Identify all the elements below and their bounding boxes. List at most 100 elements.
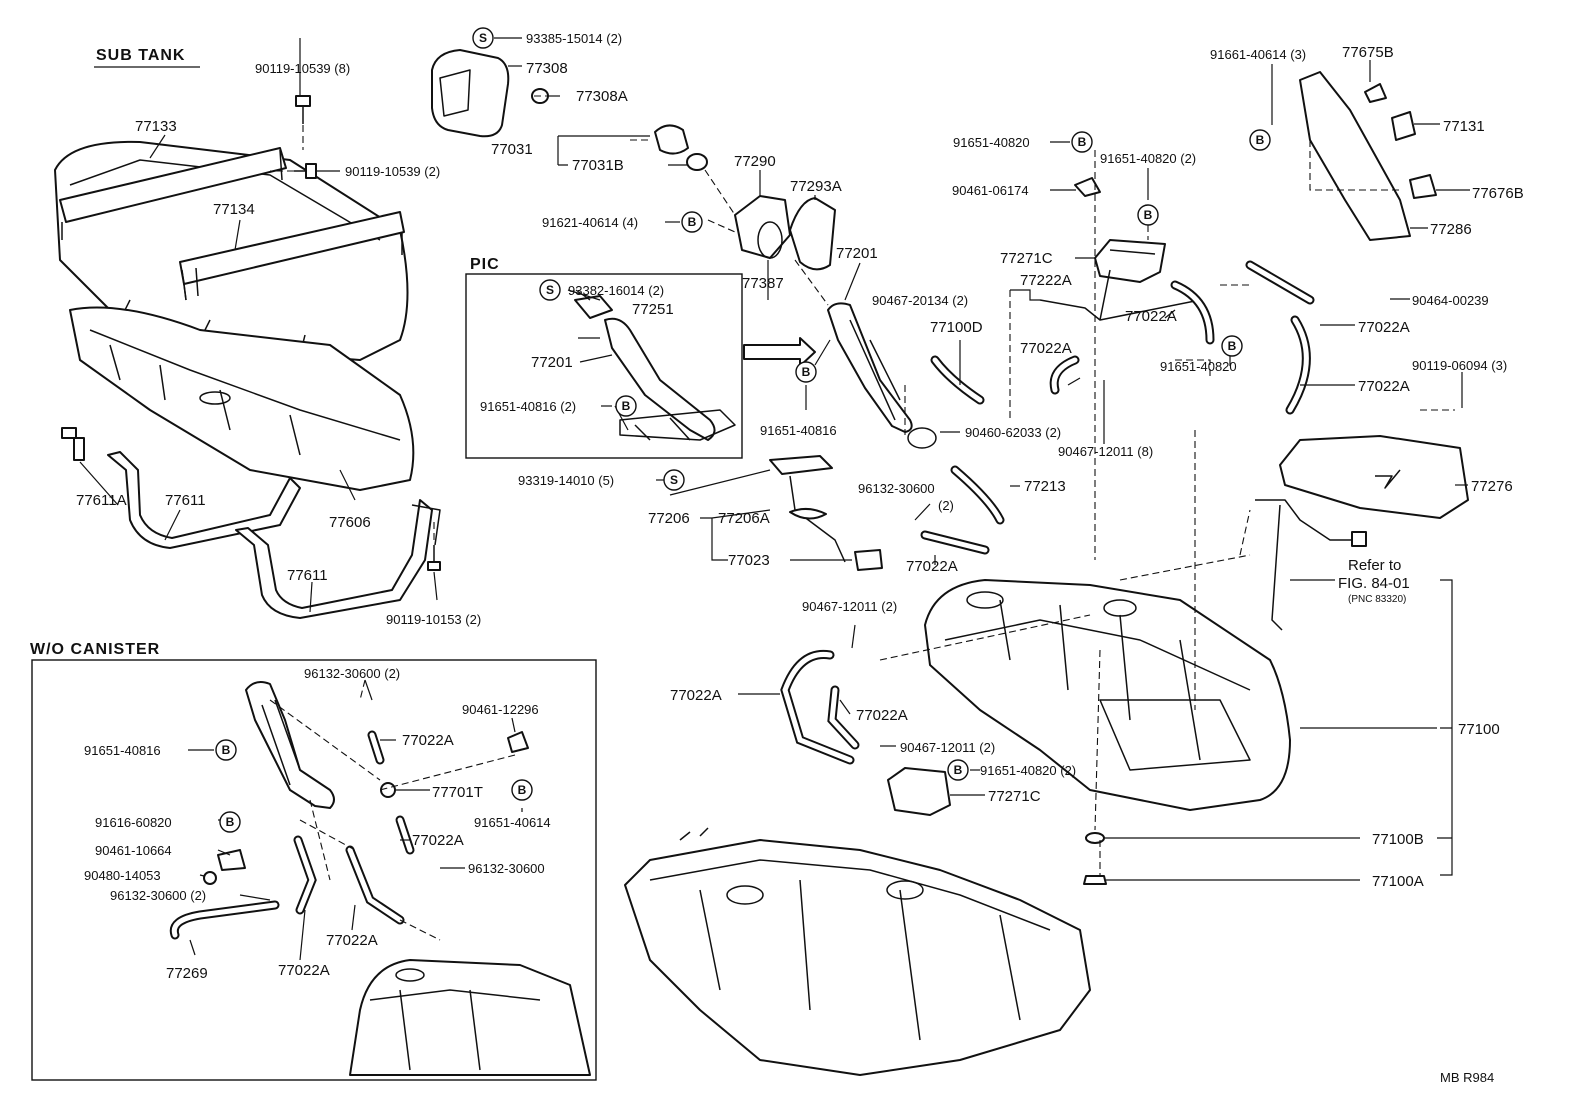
symbol-b-wo-91651-40614: B	[511, 779, 533, 801]
label-refer-to: Refer to	[1348, 557, 1401, 574]
label-77276: 77276	[1471, 478, 1513, 495]
svg-text:B: B	[222, 743, 231, 757]
gasket-77387	[757, 221, 783, 259]
label-90467-12011-2a: 90467-12011 (2)	[802, 599, 897, 614]
label-wo-77022A-2: 77022A	[412, 832, 464, 849]
label-91651-40816-main: 91651-40816	[760, 423, 837, 438]
main-fuel-tank-77100	[924, 579, 1291, 811]
label-77293A: 77293A	[790, 178, 842, 195]
label-90467-12011-8: 90467-12011 (8)	[1058, 444, 1153, 459]
gasket-77031B	[686, 153, 708, 171]
canister-77271C-bottom	[887, 767, 951, 816]
svg-text:S: S	[546, 283, 554, 297]
label-77022A-r2: 77022A	[1020, 340, 1072, 357]
label-77676B: 77676B	[1472, 185, 1524, 202]
symbol-b-91651-40820-top: B	[1071, 131, 1093, 153]
wo-filler-pipe	[245, 681, 335, 809]
symbol-b-wo-91616: B	[219, 811, 241, 833]
label-77031: 77031	[491, 141, 533, 158]
wo-clamp-90461-10664	[217, 849, 246, 871]
label-90119-10539-2: 90119-10539 (2)	[345, 164, 440, 179]
label-77023: 77023	[728, 552, 770, 569]
symbol-s-93385: S	[472, 27, 494, 49]
bracket-leaders	[1309, 140, 1400, 191]
label-wo-91651-40816: 91651-40816	[84, 743, 161, 758]
label-93385-15014: 93385-15014 (2)	[526, 31, 622, 46]
pic-filler-pipe-77201	[574, 295, 736, 441]
sender-rod-right	[1271, 504, 1283, 631]
symbol-b-wo-91651-40816: B	[215, 739, 237, 761]
svg-text:S: S	[479, 31, 487, 45]
label-77213: 77213	[1024, 478, 1066, 495]
label-77022A-r4: 77022A	[1358, 378, 1410, 395]
label-77134: 77134	[213, 201, 255, 218]
filler-pipe-77201-detail	[849, 319, 901, 421]
label-96132-30600-main: 96132-30600	[858, 481, 935, 496]
view-arrow	[743, 337, 816, 367]
wo-valve-77701T	[380, 782, 396, 798]
label-91651-40820-r: 91651-40820	[1160, 359, 1237, 374]
label-77611-a: 77611	[165, 492, 206, 509]
svg-text:B: B	[622, 399, 631, 413]
label-90119-10539-8: 90119-10539 (8)	[255, 61, 350, 76]
label-96132-30600-main-qty: (2)	[938, 498, 954, 513]
bolt-90119-10153	[427, 545, 441, 571]
wo-canister-inset-frame	[31, 659, 597, 1081]
label-77611-b: 77611	[287, 567, 328, 584]
label-90467-20134: 90467-20134 (2)	[872, 293, 968, 308]
label-wo-96132-30600-2b: 96132-30600 (2)	[110, 888, 206, 903]
label-77022A-r1: 77022A	[1125, 308, 1177, 325]
clip-77675B	[1364, 83, 1387, 103]
neck-77293A	[789, 197, 836, 271]
svg-text:B: B	[1228, 339, 1237, 353]
sub-tank-bolt-leaders	[270, 125, 435, 540]
label-wo-96132-30600-2: 96132-30600 (2)	[304, 666, 400, 681]
label-77675B: 77675B	[1342, 44, 1394, 61]
label-90461-06174: 90461-06174	[952, 183, 1029, 198]
label-77201-main: 77201	[836, 245, 878, 262]
label-93319-14010: 93319-14010 (5)	[518, 473, 614, 488]
bolt-77611A	[61, 427, 85, 461]
label-77308A: 77308A	[576, 88, 628, 105]
filler-leaders	[530, 95, 829, 306]
label-77206A: 77206A	[718, 510, 770, 527]
sender-wire-right	[1255, 499, 1355, 541]
sender-77023	[769, 455, 883, 571]
wo-clamp-90461-12296	[507, 731, 529, 753]
label-77022A-r3: 77022A	[1358, 319, 1410, 336]
label-77206: 77206	[648, 510, 690, 527]
main-fuel-tank-underview	[624, 827, 1091, 1076]
canister-77271C-top	[1094, 239, 1166, 283]
label-refer-fig: FIG. 84-01	[1338, 575, 1410, 592]
symbol-b-91651-40820-2-b: B	[947, 759, 969, 781]
clip-77131	[1391, 111, 1416, 141]
callout-leaders	[79, 37, 1470, 961]
label-77222A: 77222A	[1020, 272, 1072, 289]
label-77100D: 77100D	[930, 319, 983, 336]
label-77387: 77387	[742, 275, 784, 292]
label-pic-77251: 77251	[632, 301, 674, 318]
label-77022A-mid: 77022A	[906, 558, 958, 575]
wo-fuel-tank	[349, 959, 591, 1076]
straps-77611	[107, 451, 441, 619]
connector-right	[1351, 531, 1367, 547]
fuel-door-77308	[431, 49, 510, 138]
label-77286: 77286	[1430, 221, 1472, 238]
svg-text:S: S	[670, 473, 678, 487]
symbol-s-93382: S	[539, 279, 561, 301]
label-77100A: 77100A	[1372, 873, 1424, 890]
symbol-b-pic-91651-40816: B	[615, 395, 637, 417]
sub-tank-artwork	[54, 140, 415, 491]
svg-text:B: B	[1144, 208, 1153, 222]
label-90460-62033: 90460-62033 (2)	[965, 425, 1061, 440]
label-77271C-top: 77271C	[1000, 250, 1053, 267]
label-pic-93382-16014: 93382-16014 (2)	[568, 283, 664, 298]
label-refer-pnc: (PNC 83320)	[1348, 594, 1406, 605]
sub-tank-bracket-77134	[181, 267, 199, 301]
label-wo-90461-10664: 90461-10664	[95, 843, 172, 858]
heat-shield-77276	[1279, 435, 1469, 519]
label-77133: 77133	[135, 118, 177, 135]
label-wo-91651-40614: 91651-40614	[474, 815, 551, 830]
label-wo-77022A-3: 77022A	[326, 932, 378, 949]
